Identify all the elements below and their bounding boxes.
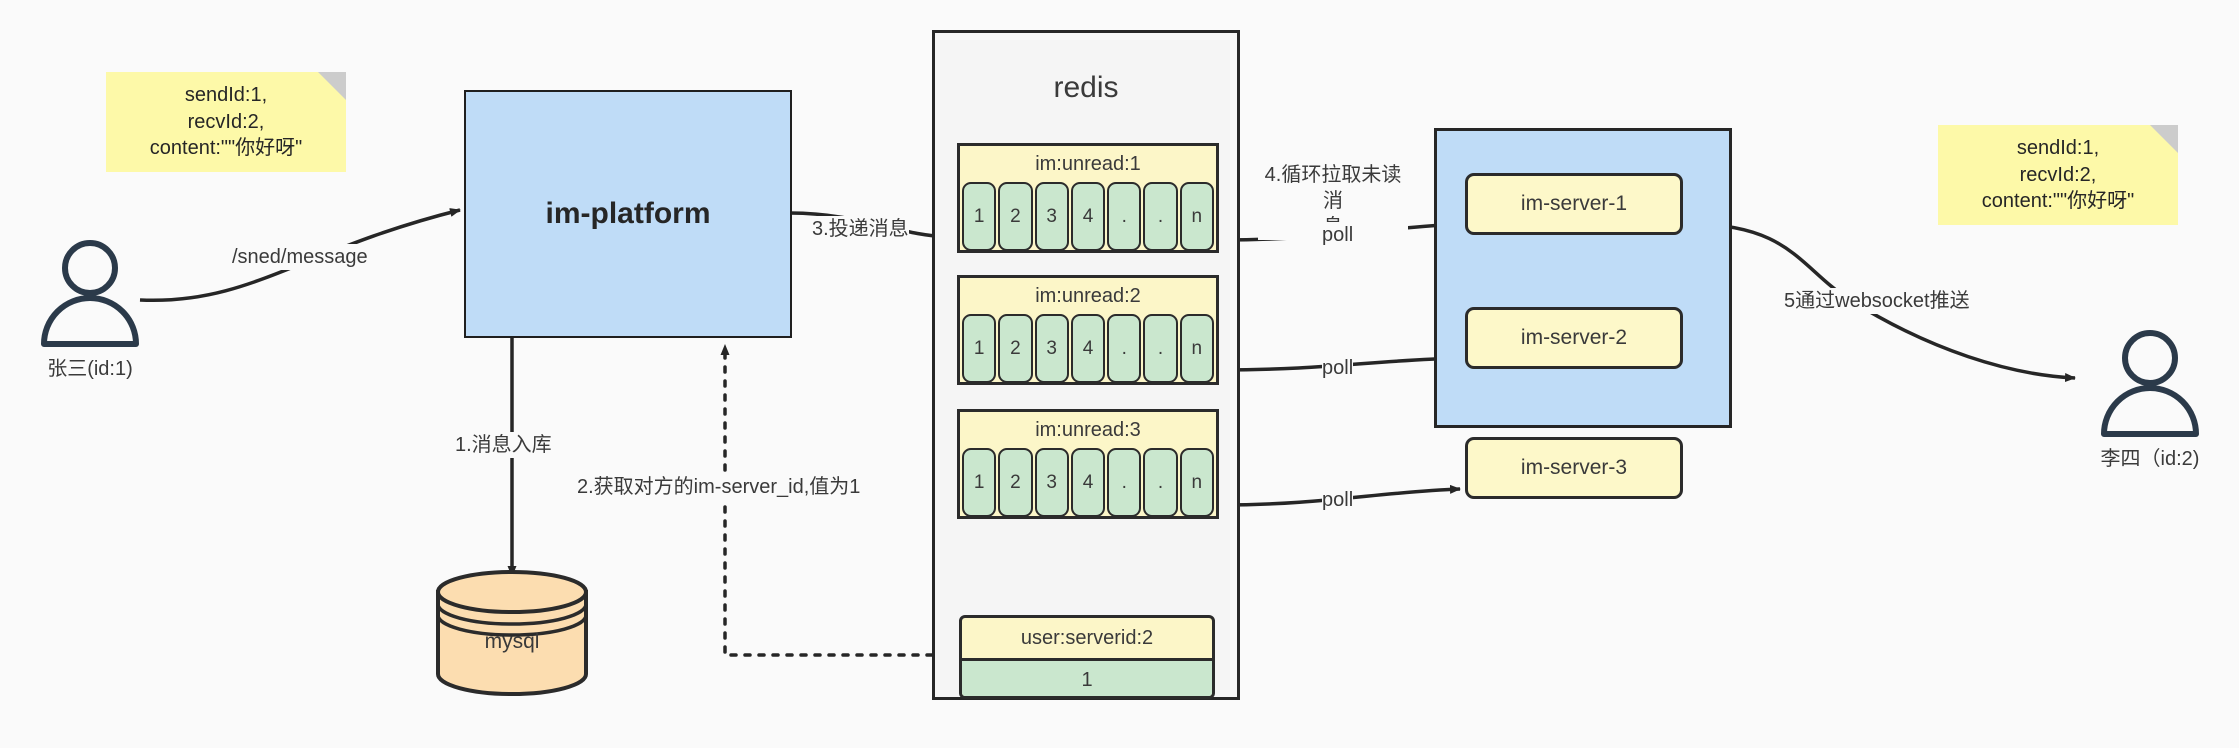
im-server-cluster: im-server-1 im-server-2 im-server-3 [1434,128,1732,499]
edge-label-step3: 3.投递消息 [812,216,909,242]
queue-key-label: im:unread:2 [1035,285,1141,307]
actor-receiver: 李四（id:2) [2090,330,2210,490]
queue-cell: . [1143,182,1178,251]
queue-cell: 1 [962,448,997,517]
kv-value-label: 1 [962,661,1212,696]
queue-cell: n [1179,448,1214,517]
redis-title: redis [1053,71,1119,104]
redis-queue-im-unread-2[interactable]: im:unread:2 1 2 3 4 . . n [957,275,1219,385]
note-fold-corner [2150,125,2178,153]
queue-cell: . [1143,448,1178,517]
queue-cell: 1 [962,314,997,383]
queue-cell: n [1179,314,1214,383]
edge-label-poll-3: poll [1322,487,1354,513]
mysql-database[interactable]: mysql [432,568,592,698]
queue-cell: 4 [1070,314,1106,383]
queue-cell: 3 [1034,448,1069,517]
actor-sender: 张三(id:1) [30,240,150,400]
note-fold-corner [318,72,346,100]
queue-cell: n [1179,182,1214,251]
mysql-label: mysql [484,630,540,653]
im-server-3-box[interactable]: im-server-3 [1465,437,1683,499]
database-cylinder-icon [436,570,588,696]
queue-cell: . [1107,314,1142,383]
im-server-1-label: im-server-1 [1520,192,1628,215]
im-server-2-box[interactable]: im-server-2 [1465,307,1683,369]
queue-cell: . [1107,448,1142,517]
queue-cell: 3 [1034,182,1069,251]
note-sender-payload: sendId:1, recvId:2, content:""你好呀" [106,72,346,172]
redis-container: redis im:unread:1 1 2 3 4 . . n im:unrea… [932,30,1240,700]
edge-label-step5: 5通过websocket推送 [1784,288,1970,314]
note-receiver-text: sendId:1, recvId:2, content:""你好呀" [1981,137,2135,213]
queue-cell: 2 [998,182,1033,251]
im-platform-box[interactable]: im-platform [464,90,792,338]
im-platform-label: im-platform [545,197,711,230]
queue-cell: . [1143,314,1178,383]
redis-queue-im-unread-3[interactable]: im:unread:3 1 2 3 4 . . n [957,409,1219,519]
queue-key-label: im:unread:1 [1035,153,1141,175]
im-server-3-label: im-server-3 [1520,456,1628,479]
redis-key-user-serverid[interactable]: user:serverid:2 1 [959,615,1215,699]
queue-cell: 3 [1034,314,1069,383]
queue-cell: 4 [1070,448,1106,517]
edge-label-poll-1: poll [1322,222,1354,248]
im-server-1-box[interactable]: im-server-1 [1465,173,1683,235]
edge-label-step1: 1.消息入库 [455,432,552,458]
queue-key-label: im:unread:3 [1035,419,1141,441]
actor-receiver-label: 李四（id:2) [2100,448,2200,470]
edge-label-poll-2: poll [1322,355,1354,381]
queue-cell: 4 [1070,182,1106,251]
user-icon [41,240,139,347]
redis-queue-im-unread-1[interactable]: im:unread:1 1 2 3 4 . . n [957,143,1219,253]
queue-cell: 2 [998,448,1033,517]
queue-cell: . [1107,182,1142,251]
im-server-2-label: im-server-2 [1520,326,1628,349]
queue-cell: 2 [998,314,1033,383]
note-receiver-payload: sendId:1, recvId:2, content:""你好呀" [1938,125,2178,225]
edge-label-send-message: /sned/message [232,244,368,270]
user-icon [2101,330,2199,437]
queue-cell: 1 [962,182,997,251]
kv-key-label: user:serverid:2 [962,618,1212,661]
edge-label-step2: 2.获取对方的im-server_id,值为1 [577,474,861,500]
note-sender-text: sendId:1, recvId:2, content:""你好呀" [149,84,303,160]
actor-sender-label: 张三(id:1) [47,358,133,380]
